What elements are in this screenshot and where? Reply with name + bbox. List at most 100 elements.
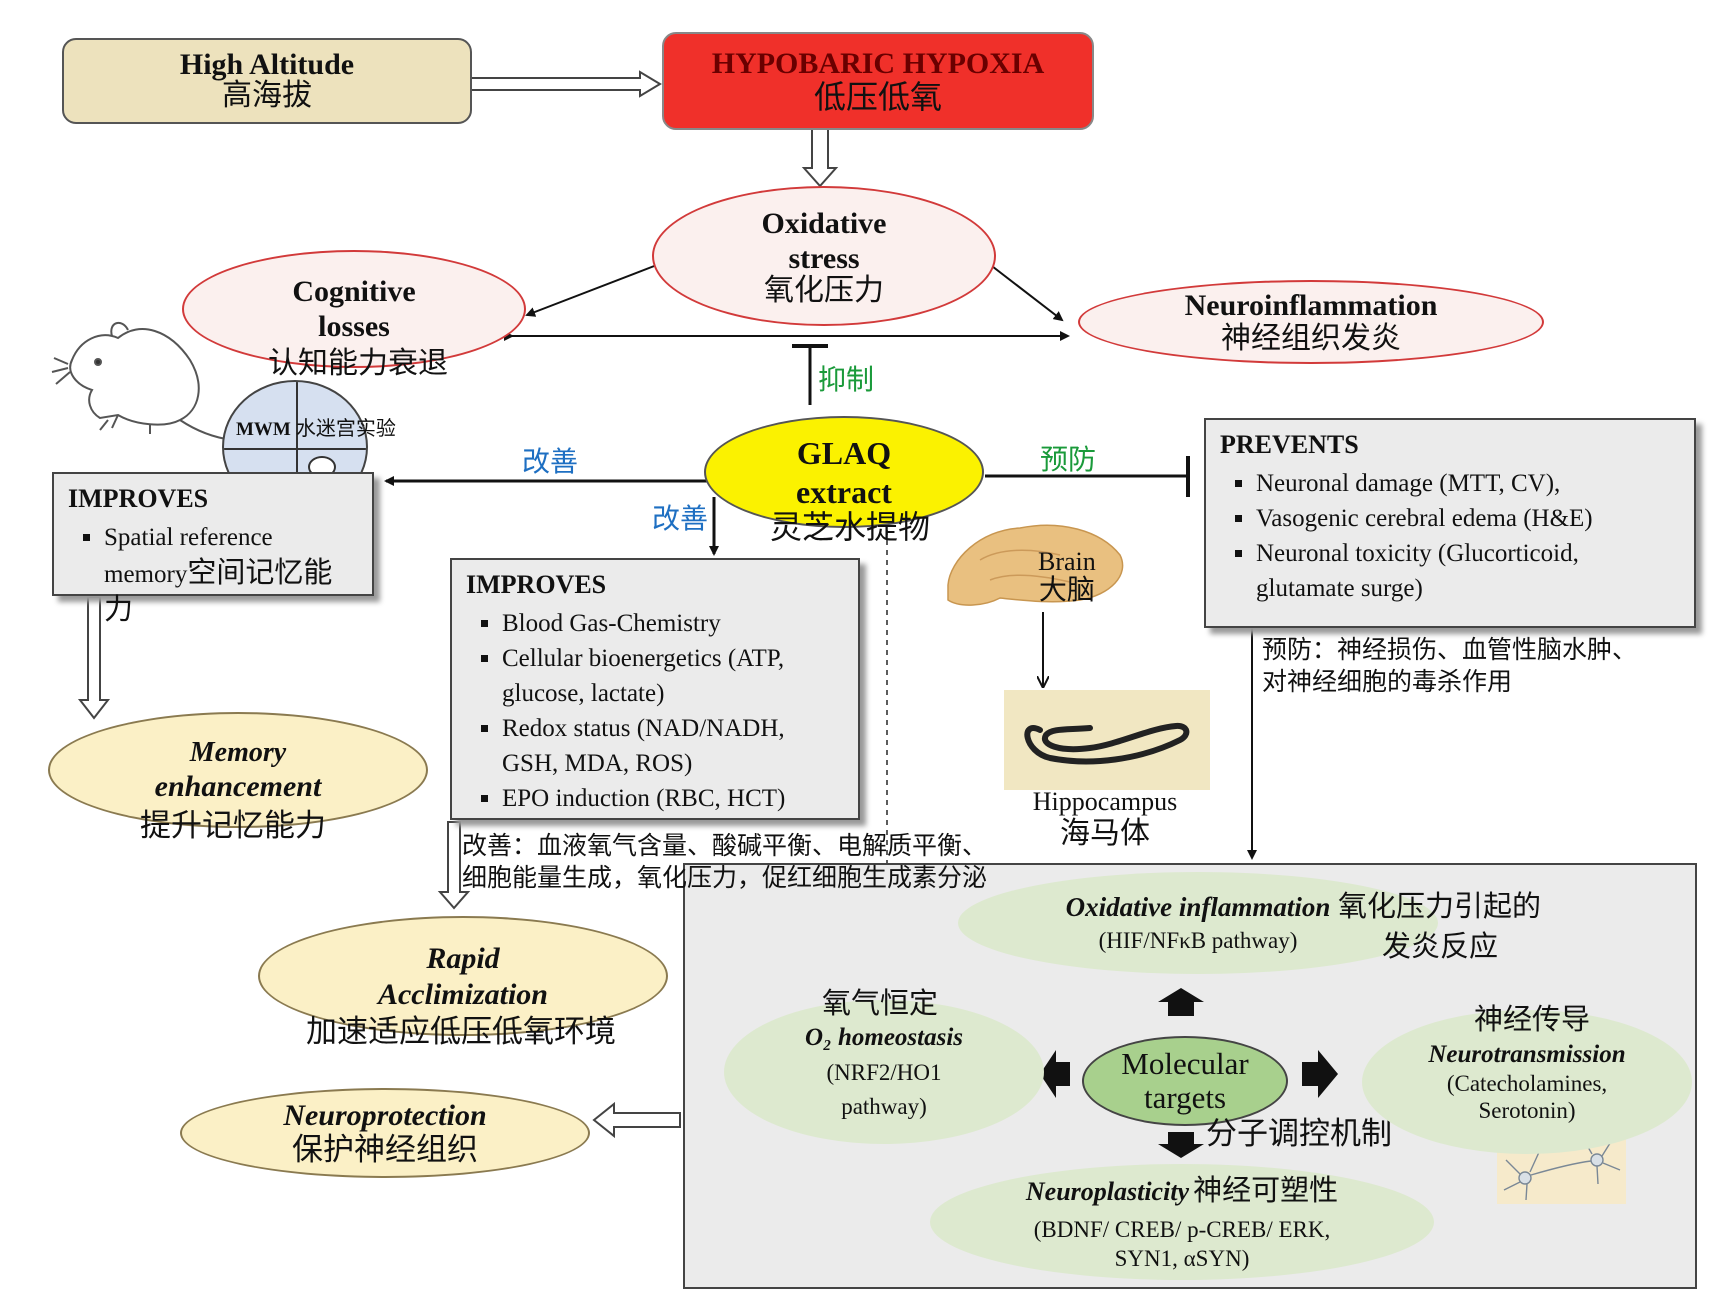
hypoxia-box: HYPOBARIC HYPOXIA 低压低氧 (662, 32, 1094, 130)
inhibit-connector (792, 344, 828, 405)
brain-cn: 大脑 (1038, 573, 1095, 606)
hypoxia-to-oxidative-arrow (801, 127, 839, 188)
cognitive-label-1: Cognitive (292, 275, 416, 308)
oxidative-label-2: stress (788, 242, 860, 275)
oxinfl-sub: (HIF/NFκB pathway) (1098, 928, 1298, 953)
neurotrans-label: Neurotransmission (1428, 1041, 1626, 1068)
improves-to-memory-arrow (77, 596, 111, 720)
neuroplast-sub-1: (BDNF/ CREB/ p-CREB/ ERK, (1033, 1217, 1331, 1242)
neuroplast-sub-2: SYN1, αSYN) (1114, 1246, 1250, 1271)
neuroprotection-label: Neuroprotection (283, 1099, 487, 1132)
prevents-note-1: 预防：神经损伤、血管性脑水肿、 (1262, 635, 1638, 664)
neuroplasticity-node: Neuroplasticity 神经可塑性 (BDNF/ CREB/ p-CRE… (930, 1164, 1434, 1280)
hippocampus-en: Hippocampus (1032, 787, 1178, 816)
oxidative-inflammation-node: Oxidative inflammation (HIF/NFκB pathway… (958, 872, 1438, 974)
altitude-to-hypoxia-arrow (469, 70, 662, 98)
oxidative-cn: 氧化压力 (764, 273, 884, 308)
improves-left-panel: IMPROVES Spatial reference memory空间记忆能力 (52, 472, 374, 626)
hippocampus-label: Hippocampus 海马体 (1030, 786, 1180, 850)
prevents-title: PREVENTS (1220, 430, 1359, 459)
prevents-note-2: 对神经细胞的毒杀作用 (1262, 667, 1513, 696)
neuroplast-label: Neuroplasticity (1025, 1177, 1190, 1206)
hypoxia-label: HYPOBARIC HYPOXIA (711, 47, 1045, 80)
improves-center-item: Redox status (NAD/NADH, GSH, MDA, ROS) (502, 711, 844, 781)
neuroinflammation-cn: 神经组织发炎 (1221, 321, 1401, 356)
o2-sub-2: pathway) (841, 1094, 927, 1119)
brain-icon (947, 524, 1124, 606)
cognitive-cn: 认知能力衰退 (268, 346, 448, 381)
oxidative-label-1: Oxidative (761, 207, 887, 240)
improves-center-note-1: 改善：血液氧气含量、酸碱平衡、电解质平衡、 (462, 831, 988, 860)
neuroplast-heading: Neuroplasticity 神经可塑性 (1026, 1172, 1338, 1214)
o2-homeostasis-node: O₂ homeostasis (NRF2/HO1 pathway) (724, 1000, 1044, 1144)
brain-en: Brain (1038, 547, 1096, 576)
high-altitude-box: High Altitude 高海拔 (62, 38, 472, 124)
neuroprotection-cn: 保护神经组织 (292, 1132, 478, 1168)
inhibit-label: 抑制 (818, 363, 875, 396)
oxinfl-cn-2: 发炎反应 (1382, 929, 1499, 963)
improves-center-note-2: 细胞能量生成，氧化压力，促红细胞生成素分泌 (462, 863, 988, 892)
arrow-down-icon (1158, 1132, 1204, 1158)
improve-label-down: 改善 (652, 502, 709, 535)
hippocampus-cn: 海马体 (1060, 816, 1150, 851)
oxidative-stress-node: Oxidative stress 氧化压力 (652, 186, 996, 326)
neuroinflammation-node: Neuroinflammation 神经组织发炎 (1078, 280, 1544, 364)
neuroprotection-node: Neuroprotection 保护神经组织 (180, 1088, 590, 1178)
rapid-acclimization-node: Rapid Acclimization (258, 916, 668, 1036)
o2-label: O₂ homeostasis (804, 1024, 964, 1051)
improves-center-item-part: GSH, MDA, ROS) (502, 750, 693, 777)
mwm-en: MWM (236, 419, 291, 440)
high-altitude-label: High Altitude (179, 48, 355, 81)
o2-sub-1: (NRF2/HO1 (826, 1060, 942, 1085)
improves-center-note: 改善：血液氧气含量、酸碱平衡、电解质平衡、 细胞能量生成，氧化压力，促红细胞生成… (462, 830, 987, 894)
oxidative-inflammation-arrow (978, 254, 1064, 322)
improves-to-rapid-arrow (437, 821, 471, 910)
improves-left-title: IMPROVES (68, 484, 209, 513)
improves-left-item: Spatial reference memory空间记忆能力 (104, 520, 358, 629)
improves-center-item-part: Redox status (NAD/NADH, (502, 715, 785, 742)
oxidative-cognitive-arrow (525, 255, 672, 317)
mwm-cn: 水迷宫实验 (295, 416, 396, 440)
neurotrans-sub-1: (Catecholamines, (1446, 1071, 1608, 1096)
cognitive-label-2: losses (318, 310, 390, 343)
improves-left-item-en1: Spatial reference (104, 524, 273, 551)
prevents-note: 预防：神经损伤、血管性脑水肿、 对神经细胞的毒杀作用 (1262, 634, 1637, 698)
improves-left-item-cn: 空间记忆能力 (104, 555, 333, 626)
improves-center-title: IMPROVES (466, 570, 607, 599)
prevents-item-part: glutamate surge) (1256, 575, 1423, 602)
oxinfl-cn-1: 氧化压力引起的 (1338, 889, 1542, 923)
high-altitude-cn: 高海拔 (222, 78, 312, 113)
molecular-targets-node: Molecular targets (1082, 1036, 1288, 1126)
glaq-cn: 灵芝水提物 (770, 508, 931, 546)
neurotransmission-node: Neurotransmission (Catecholamines, Serot… (1362, 1010, 1692, 1154)
cognitive-losses-node: Cognitive losses (182, 250, 526, 368)
memory-label-2: enhancement (154, 770, 322, 803)
o2-cn: 氧气恒定 (822, 986, 939, 1020)
rapid-label-2: Acclimization (377, 978, 548, 1011)
improves-center-item: Blood Gas-Chemistry (502, 606, 844, 641)
prevents-item: Neuronal damage (MTT, CV), (1256, 466, 1680, 501)
improves-center-item: EPO induction (RBC, HCT) (502, 781, 844, 816)
improves-center-panel: IMPROVES Blood Gas-Chemistry Cellular bi… (450, 558, 860, 820)
glaq-to-prevents-connector (985, 456, 1190, 497)
glaq-label-2: extract (796, 474, 892, 510)
neurotrans-sub-2: Serotonin) (1478, 1098, 1576, 1123)
molecular-to-neuroprotection-arrow (592, 1101, 681, 1139)
improves-center-item: Cellular bioenergetics (ATP,glucose, lac… (502, 641, 844, 711)
neuroinflammation-label: Neuroinflammation (1184, 289, 1438, 322)
molecular-cn: 分子调控机制 (1206, 1116, 1392, 1152)
neuroplast-cn: 神经可塑性 (1193, 1173, 1339, 1207)
mwm-label: MWM 水迷宫实验 (236, 412, 396, 441)
arrow-right-icon (1302, 1050, 1338, 1098)
molecular-label-2: targets (1143, 1080, 1227, 1115)
improves-left-item-en2: memory (104, 561, 188, 588)
memory-label-1: Memory (189, 737, 287, 768)
improve-label-left: 改善 (522, 445, 579, 478)
prevent-label: 预防 (1040, 443, 1097, 476)
glaq-label-1: GLAQ (796, 435, 892, 471)
improves-center-item-part: Cellular bioenergetics (ATP, (502, 645, 785, 672)
molecular-label-1: Molecular (1121, 1046, 1249, 1081)
glaq-extract-node: GLAQ extract (704, 416, 984, 528)
brain-label: Brain 大脑 (1038, 548, 1096, 604)
